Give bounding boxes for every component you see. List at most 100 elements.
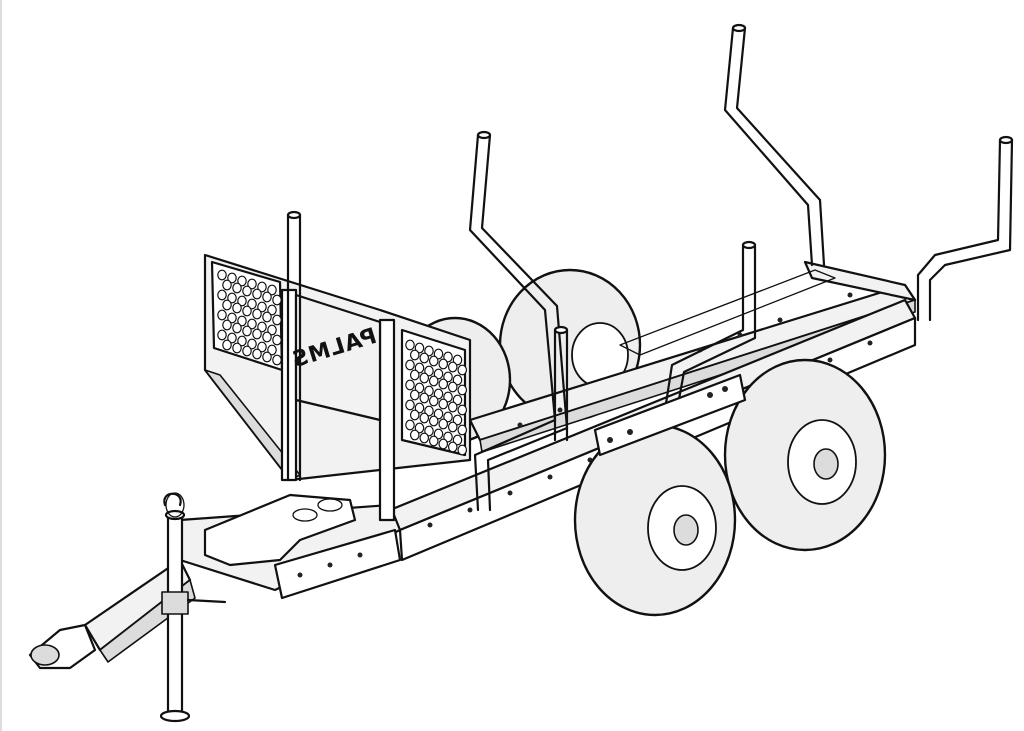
mesh-hole xyxy=(438,398,449,410)
mesh-hole xyxy=(242,325,252,337)
mesh-hole xyxy=(232,282,242,294)
mesh-hole xyxy=(405,339,415,351)
mesh-hole xyxy=(227,312,237,324)
mesh-hole xyxy=(252,348,262,360)
mesh-hole xyxy=(419,352,430,364)
near-rear-hub xyxy=(813,448,839,480)
rear-crossbar xyxy=(803,260,917,302)
mesh-hole xyxy=(232,322,242,334)
mesh-hole xyxy=(447,381,458,393)
mesh-hole xyxy=(217,329,227,341)
mesh-hole xyxy=(424,345,434,357)
mesh-hole xyxy=(452,374,463,386)
headboard-center-sheet xyxy=(294,293,382,422)
mesh-hole xyxy=(433,348,444,360)
near-front-hub xyxy=(673,514,699,546)
turntable-plate xyxy=(203,493,357,567)
mesh-hole xyxy=(409,389,420,401)
mesh-hole xyxy=(443,351,453,363)
stake-rear-lower xyxy=(663,243,745,412)
mesh-hole xyxy=(409,409,420,421)
mesh-hole xyxy=(247,278,257,290)
hitch-ball-cup xyxy=(30,644,60,666)
mesh-hole xyxy=(272,294,282,306)
mesh-hole xyxy=(433,428,444,440)
mesh-hole xyxy=(452,394,463,406)
mesh-hole xyxy=(222,339,232,351)
mesh-hole xyxy=(262,331,272,343)
mesh-hole xyxy=(447,361,458,373)
mesh-hole xyxy=(457,444,468,456)
mesh-hole xyxy=(237,295,247,307)
drawbar-side xyxy=(273,528,402,600)
mesh-hole xyxy=(433,408,444,420)
mesh-hole xyxy=(443,371,453,383)
stakes xyxy=(286,23,1014,512)
mesh-hole xyxy=(222,299,232,311)
mesh-hole xyxy=(414,402,425,414)
mesh-hole xyxy=(227,272,237,284)
mesh-hole xyxy=(452,434,463,446)
mesh-hole xyxy=(433,368,444,380)
mesh-hole xyxy=(447,401,458,413)
mesh-hole xyxy=(267,324,277,336)
jack-stand xyxy=(159,492,227,723)
mesh-hole xyxy=(414,362,425,374)
mesh-hole xyxy=(457,404,468,416)
near-wheels xyxy=(573,358,887,617)
mesh-hole xyxy=(257,301,267,313)
mesh-hole xyxy=(222,319,232,331)
mesh-hole xyxy=(457,384,468,396)
mesh-hole xyxy=(262,311,272,323)
mesh-hole xyxy=(405,419,415,431)
mesh-hole xyxy=(433,388,444,400)
far-rail-side xyxy=(479,299,916,453)
right-mesh-holes xyxy=(405,339,468,456)
mesh-hole xyxy=(242,285,252,297)
stake-mid-bent xyxy=(468,133,557,512)
mesh-hole xyxy=(438,378,449,390)
mesh-hole xyxy=(447,441,458,453)
mesh-hole xyxy=(424,365,434,377)
mesh-hole xyxy=(405,399,415,411)
plate-slot-2 xyxy=(317,498,343,512)
mesh-hole xyxy=(428,375,439,387)
mesh-hole xyxy=(438,418,449,430)
mesh-hole xyxy=(247,338,257,350)
mesh-hole xyxy=(227,332,237,344)
left-mesh-holes xyxy=(217,269,282,366)
mesh-hole xyxy=(419,372,430,384)
safety-ring xyxy=(165,492,185,518)
mesh-hole xyxy=(438,358,449,370)
mesh-hole xyxy=(237,275,247,287)
headboard-post-right xyxy=(378,318,396,522)
mesh-hole xyxy=(428,355,439,367)
mesh-hole xyxy=(409,349,420,361)
mesh-hole xyxy=(257,321,267,333)
mesh-hole xyxy=(217,289,227,301)
mesh-hole xyxy=(443,391,453,403)
mesh-hole xyxy=(262,351,272,363)
mesh-hole xyxy=(242,305,252,317)
mesh-hole xyxy=(419,432,430,444)
mesh-hole xyxy=(257,281,267,293)
mesh-hole xyxy=(438,438,449,450)
mesh-hole xyxy=(247,298,257,310)
mesh-hole xyxy=(252,288,262,300)
mesh-hole xyxy=(409,429,420,441)
mesh-hole xyxy=(237,335,247,347)
jack-pin xyxy=(186,598,227,604)
mesh-hole xyxy=(272,334,282,346)
mid-frame-top xyxy=(619,269,836,356)
mesh-hole xyxy=(428,435,439,447)
mesh-hole xyxy=(428,395,439,407)
mesh-hole xyxy=(217,269,227,281)
mesh-hole xyxy=(419,392,430,404)
mesh-hole xyxy=(414,422,425,434)
mesh-hole xyxy=(217,309,227,321)
mesh-hole xyxy=(227,292,237,304)
mesh-hole xyxy=(272,314,282,326)
mesh-hole xyxy=(419,412,430,424)
